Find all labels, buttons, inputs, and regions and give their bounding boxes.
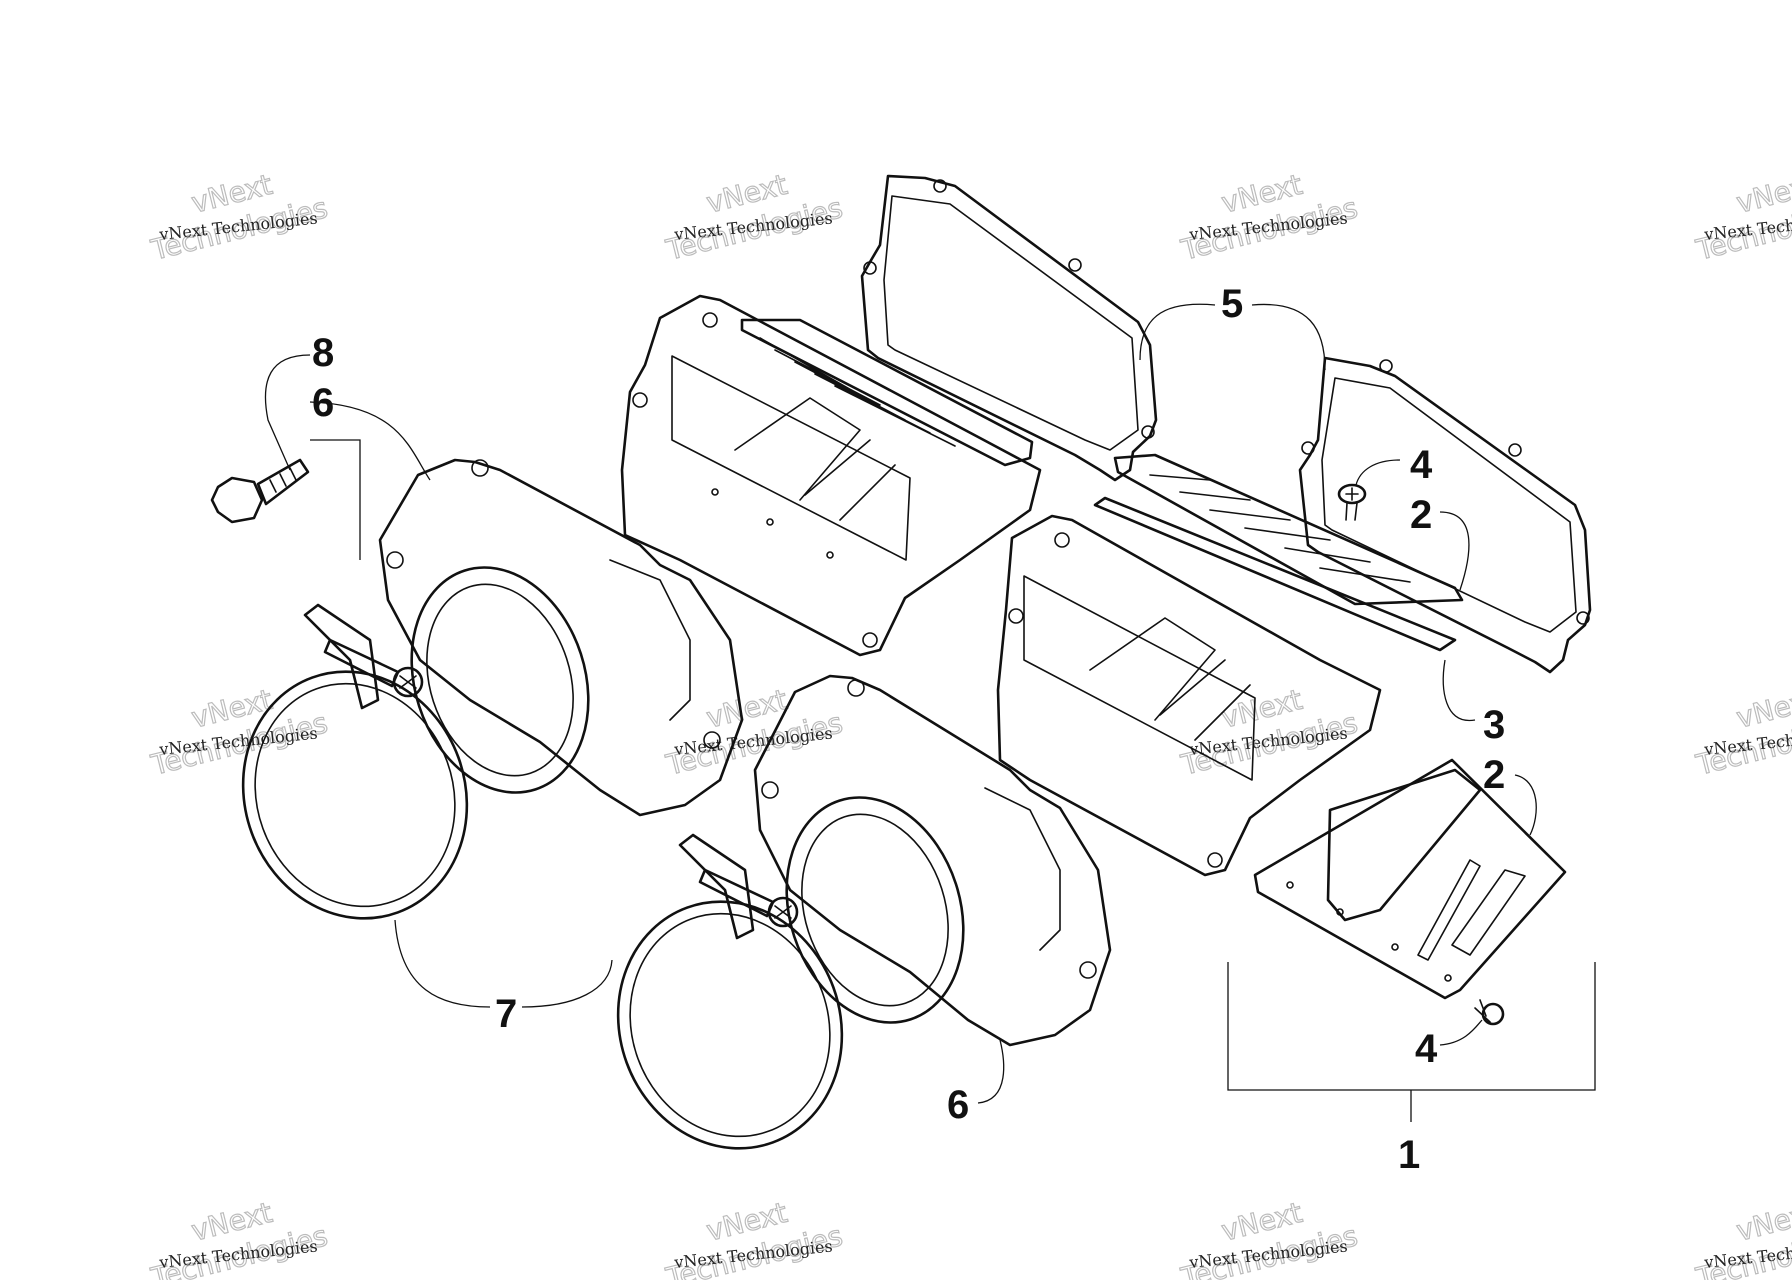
intake-flange-lower xyxy=(753,674,1112,1047)
flange-bolt-hole xyxy=(703,731,721,749)
callout-8: 8 xyxy=(312,331,334,375)
leader-2-upper xyxy=(1439,511,1470,591)
reed-valve-block-lower xyxy=(996,514,1382,877)
gasket-bolt-hole xyxy=(1068,258,1082,272)
assembly-bracket xyxy=(1227,962,1596,1091)
reed-cage-ribs xyxy=(1089,617,1251,741)
flange-bolt-hole xyxy=(761,781,779,799)
watermark-tile: vNext Technologies vNext Technologies xyxy=(1177,167,1362,267)
gasket-bolt-hole xyxy=(1379,359,1393,373)
gasket-bolt-hole xyxy=(1141,425,1155,439)
gasket-bolt-hole xyxy=(1301,441,1315,455)
block-bolt-hole xyxy=(632,392,648,408)
leader-2-lower xyxy=(1514,774,1537,836)
watermark-tile: vNext Technologies vNext Technologies xyxy=(1692,682,1792,782)
watermark-tile: vNext Technologies vNext Technologies xyxy=(1692,167,1792,267)
callout-4-lower: 4 xyxy=(1415,1027,1438,1071)
watermark-tile: vNext Technologies vNext Technologies xyxy=(1177,1195,1362,1285)
leader-lines xyxy=(264,303,1596,1122)
watermark-tile: vNext Technologies vNext Technologies xyxy=(147,1195,332,1285)
leader-8 xyxy=(264,354,311,471)
block-bolt-hole xyxy=(702,312,718,328)
gasket-lower xyxy=(1298,356,1592,674)
flange-bolt-hole xyxy=(1079,961,1097,979)
flange-bolt xyxy=(210,458,310,524)
callout-4-upper: 4 xyxy=(1410,443,1433,487)
flange-bolt-hole xyxy=(471,459,489,477)
block-bolt-hole xyxy=(1207,852,1223,868)
reed-slots xyxy=(1417,859,1526,961)
leader-5-right xyxy=(1251,303,1326,371)
callout-2-lower: 2 xyxy=(1483,753,1505,797)
watermark-tile: vNext Technologies vNext Technologies xyxy=(662,167,847,267)
callout-5: 5 xyxy=(1221,282,1243,326)
watermark-tile: vNext Technologies vNext Technologies xyxy=(1177,682,1362,782)
callout-6-upper: 6 xyxy=(312,381,334,425)
flange-contour xyxy=(984,787,1061,951)
reed-stopper-upper xyxy=(1093,453,1464,652)
reed-petals xyxy=(759,337,956,447)
watermark-tile: vNext Technologies vNext Technologies xyxy=(147,167,332,267)
callout-labels: 8 6 5 4 2 3 2 7 6 4 1 xyxy=(312,282,1505,1177)
watermark-tile: vNext Technologies vNext Technologies xyxy=(1692,1195,1792,1285)
screw-lower xyxy=(1474,999,1505,1026)
clamp-screw xyxy=(698,868,775,918)
clamp-screw xyxy=(323,638,400,688)
gasket-upper xyxy=(860,174,1158,482)
block-rivet xyxy=(826,551,834,559)
clamp-screw-head xyxy=(767,896,799,928)
leader-3 xyxy=(1442,659,1476,721)
reed-stopper-lower xyxy=(1253,758,1567,1000)
flange-contour xyxy=(609,559,691,721)
leader-6-lower xyxy=(977,1039,1005,1104)
callout-2-upper: 2 xyxy=(1410,493,1432,537)
block-rivet xyxy=(711,488,719,496)
callout-7: 7 xyxy=(495,992,517,1036)
reed-valve-block-upper xyxy=(620,294,1042,657)
callout-6-lower: 6 xyxy=(947,1083,969,1127)
reed-cage-ribs xyxy=(734,397,896,521)
screw-upper xyxy=(1337,483,1367,521)
flange-bolt-hole xyxy=(847,679,865,697)
callout-3: 3 xyxy=(1483,703,1505,747)
hose-clamp-upper xyxy=(241,603,469,920)
clamp-housing xyxy=(678,833,755,940)
clamp-screw-head xyxy=(392,666,424,698)
block-bolt-hole xyxy=(862,632,878,648)
leader-7-right xyxy=(521,959,613,1008)
flange-bolt-hole xyxy=(386,551,404,569)
leader-5-left xyxy=(1139,303,1216,361)
watermark-tile: vNext Technologies vNext Technologies xyxy=(662,1195,847,1285)
clamp-housing xyxy=(303,603,380,710)
leader-6-upper xyxy=(309,401,431,481)
reed-petal-strip xyxy=(1093,496,1457,652)
leader-4-upper xyxy=(1355,459,1401,486)
watermark-tile: vNext Technologies vNext Technologies xyxy=(147,682,332,782)
leader-6-bracket xyxy=(310,439,361,560)
reed-petals xyxy=(1149,474,1411,583)
reed-plate xyxy=(740,318,1034,467)
block-bolt-hole xyxy=(1054,532,1070,548)
block-rivet xyxy=(766,518,774,526)
block-bolt-hole xyxy=(1008,608,1024,624)
leader-4-lower xyxy=(1439,1019,1483,1046)
gasket-bolt-hole xyxy=(863,261,877,275)
callout-1: 1 xyxy=(1398,1133,1420,1177)
watermark-tile: vNext Technologies vNext Technologies xyxy=(662,682,847,782)
intake-flange-upper xyxy=(378,458,744,817)
reed-petal xyxy=(1326,768,1482,922)
leader-7-left xyxy=(394,919,491,1008)
gasket-bolt-hole xyxy=(1576,611,1590,625)
gasket-bolt-hole xyxy=(1508,443,1522,457)
hose-clamp-lower xyxy=(616,833,844,1150)
gasket-bolt-hole xyxy=(933,179,947,193)
